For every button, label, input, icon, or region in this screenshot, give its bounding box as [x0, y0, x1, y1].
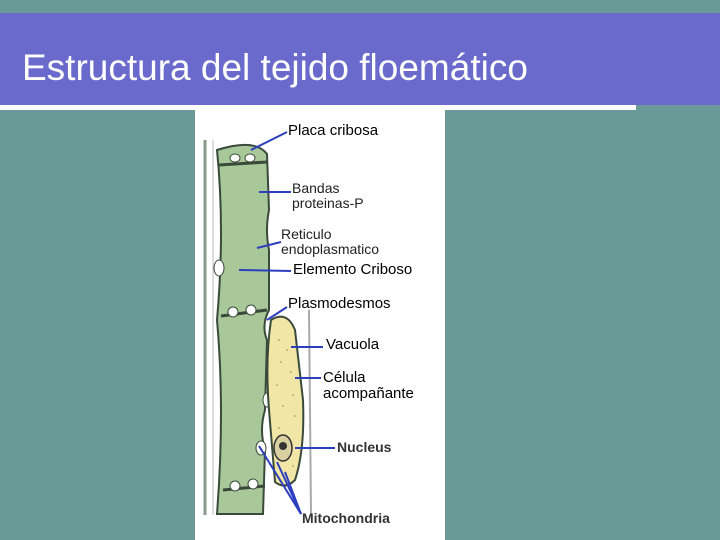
sieve-pore [245, 304, 257, 316]
label-celula-line1: Célula [323, 369, 366, 386]
label-plasmodesmos: Plasmodesmos [288, 295, 391, 312]
arrow-reticulo [256, 241, 282, 249]
title-bar: Estructura del tejido floemático [0, 13, 720, 110]
arrow-plasmodesmos [266, 306, 288, 321]
arrow-elemento-criboso [238, 269, 292, 272]
sieve-pore [229, 480, 241, 492]
label-celula-line2: acompañante [323, 384, 414, 402]
label-nucleus: Nucleus [337, 439, 392, 455]
title-underline [0, 105, 636, 110]
arrow-placa-cribosa [250, 131, 288, 151]
sieve-plate-top [218, 160, 268, 167]
nucleolus [279, 442, 287, 450]
label-vacuola: Vacuola [326, 336, 380, 353]
sieve-pore [244, 153, 256, 163]
slide-title: Estructura del tejido floemático [22, 47, 528, 88]
plastid [213, 259, 225, 277]
right-cell-wall [308, 309, 312, 515]
sieve-element [215, 143, 271, 515]
label-elemento-criboso: Elemento Criboso [293, 261, 413, 278]
phloem-diagram: Placa cribosa Bandas proteinas-P Reticul… [195, 110, 445, 540]
label-arrows [238, 131, 335, 515]
label-celula-acompanante: Célula acompañante [323, 370, 414, 402]
phloem-illustration [203, 131, 335, 515]
sieve-plate-bottom [222, 484, 266, 492]
label-reticulo-endoplasmatico: Reticulo endoplasmatico [281, 227, 379, 256]
label-bandas-line2: proteinas-P [292, 194, 364, 211]
label-bandas-proteinas: Bandas proteinas-P [292, 181, 364, 210]
label-placa-cribosa: Placa cribosa [288, 122, 379, 139]
label-bandas-line1: Bandas [292, 180, 340, 196]
sieve-pore [229, 153, 241, 163]
label-reticulo-line2: endoplasmatico [281, 240, 380, 257]
arrow-mitochondria-3 [284, 471, 302, 515]
label-mitochondria: Mitochondria [302, 510, 390, 526]
arrow-mitochondria-1 [258, 445, 302, 515]
sieve-pore [247, 478, 259, 490]
sieve-pore [227, 306, 239, 318]
label-reticulo-line1: Reticulo [281, 226, 332, 242]
